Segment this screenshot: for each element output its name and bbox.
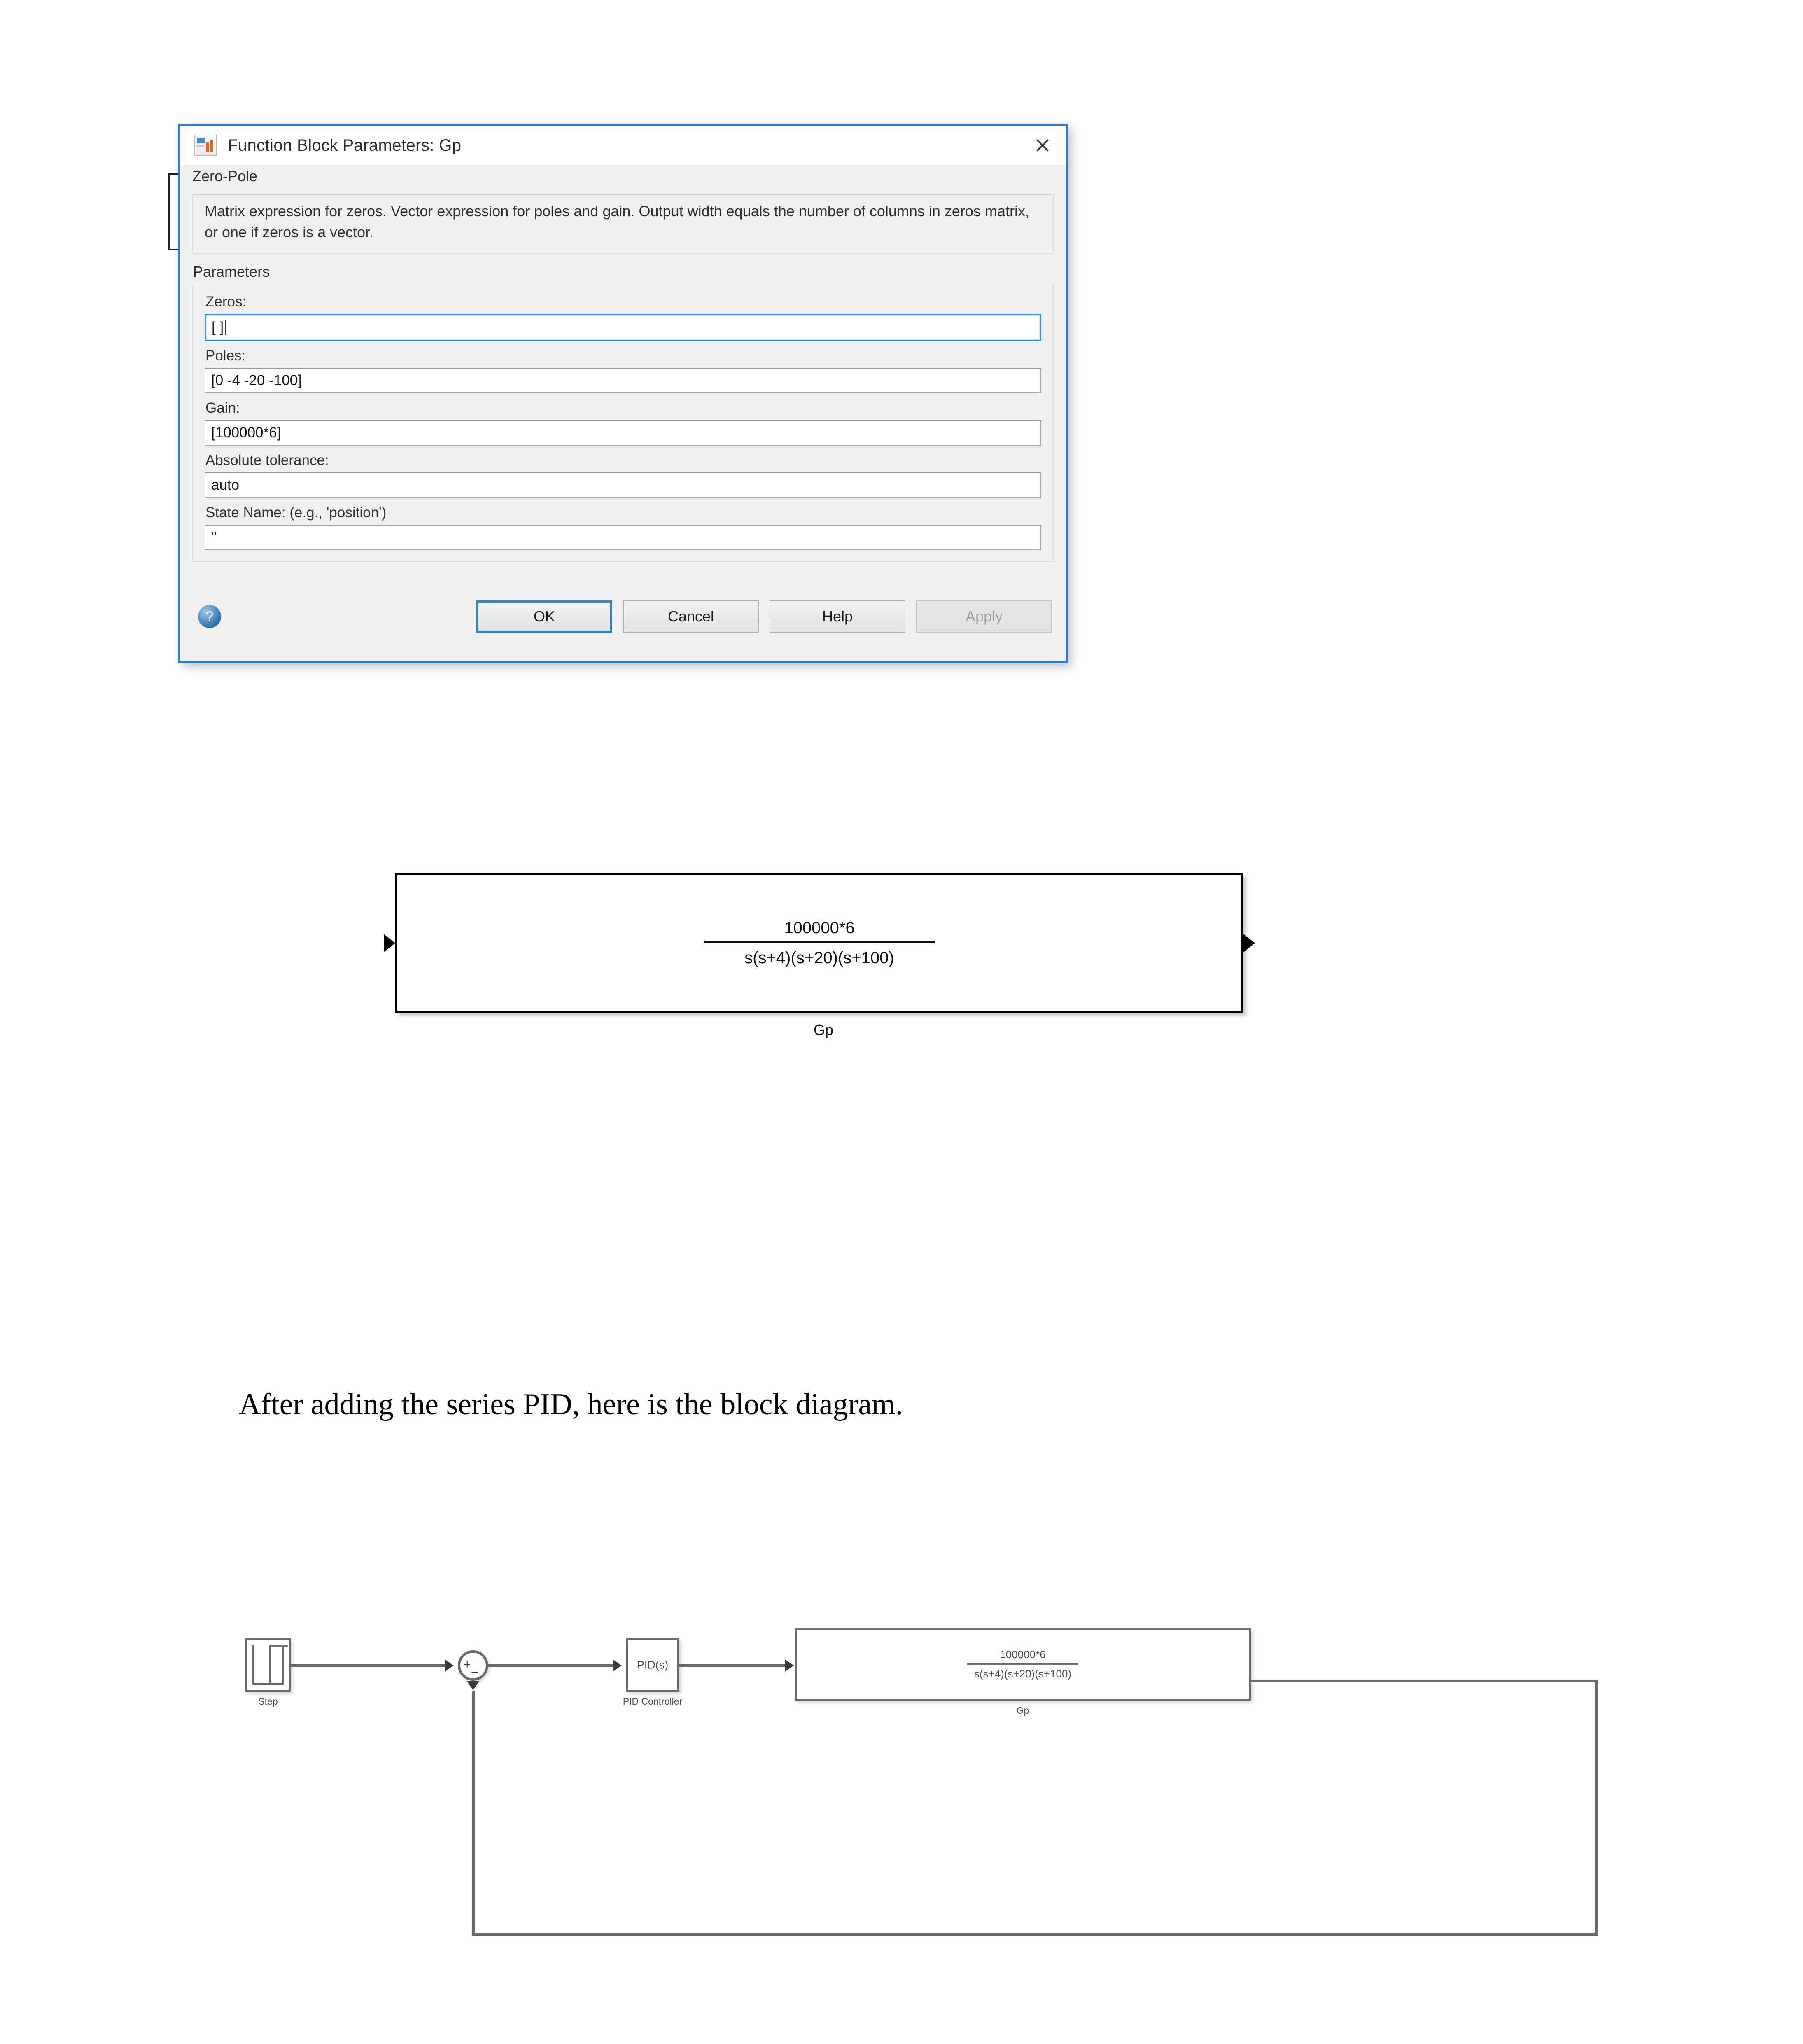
simulink-block-icon (194, 135, 217, 156)
state-name-label: State Name: (e.g., 'position') (205, 505, 387, 521)
step-block-caption: Step (258, 1696, 278, 1707)
plant-block: 100000*6 s(s+4)(s+20)(s+100) (395, 873, 1243, 1013)
sum-plus-sign: + (464, 1658, 471, 1671)
state-name-value: '' (211, 529, 217, 546)
absolute-tolerance-input[interactable]: auto (205, 472, 1041, 498)
wire-plant-output (1251, 1680, 1598, 1682)
text-caret (225, 320, 226, 336)
function-block-parameters-dialog: Function Block Parameters: Gp Zero-Pole … (178, 124, 1068, 663)
ok-button[interactable]: OK (476, 600, 612, 633)
sum-input-arrow-icon (445, 1659, 454, 1672)
block-type-label: Zero-Pole (192, 168, 258, 185)
absolute-tolerance-value: auto (211, 477, 240, 493)
sum-minus-sign: − (471, 1666, 478, 1680)
absolute-tolerance-label: Absolute tolerance: (205, 452, 329, 469)
pid-controller-caption: PID Controller (623, 1696, 683, 1707)
parameters-heading: Parameters (193, 263, 270, 280)
step-block (245, 1638, 291, 1692)
poles-label: Poles: (205, 348, 246, 364)
dialog-title: Function Block Parameters: Gp (228, 136, 462, 154)
zeros-value: [ ] (212, 319, 224, 336)
fraction-bar (704, 941, 935, 943)
dialog-button-row: OK Cancel Help Apply (476, 600, 1052, 633)
zeros-input[interactable]: [ ] (205, 314, 1041, 341)
dialog-footer: ? OK Cancel Help Apply (180, 583, 1066, 661)
close-icon[interactable] (1031, 133, 1054, 157)
block-description: Matrix expression for zeros. Vector expr… (205, 203, 1029, 241)
apply-button: Apply (916, 600, 1052, 633)
sum-feedback-arrow-icon (467, 1681, 479, 1690)
pid-input-arrow-icon (613, 1659, 622, 1672)
plant-block-diagram: 100000*6 s(s+4)(s+20)(s+100) (795, 1628, 1251, 1701)
step-waveform-icon (252, 1645, 288, 1685)
plant-block-diagram-caption: Gp (1016, 1705, 1029, 1716)
wire-pid-to-plant (679, 1664, 791, 1667)
help-orb-icon[interactable]: ? (198, 605, 221, 628)
output-port-arrow-icon (1243, 934, 1255, 952)
cancel-button[interactable]: Cancel (623, 600, 759, 633)
pid-controller-block: PID(s) (626, 1638, 679, 1692)
plant-denominator: s(s+4)(s+20)(s+100) (974, 1668, 1072, 1680)
plant-transfer-function: 100000*6 s(s+4)(s+20)(s+100) (797, 1648, 1249, 1680)
body-paragraph: After adding the series PID, here is the… (239, 1388, 903, 1421)
zeros-label: Zeros: (205, 294, 247, 310)
wire-feedback-return (472, 1933, 1598, 1936)
plant-input-arrow-icon (785, 1659, 794, 1672)
wire-sum-to-pid (488, 1664, 615, 1667)
sum-junction-block: + − (458, 1650, 488, 1681)
poles-input[interactable]: [0 -4 -20 -100] (205, 368, 1041, 394)
transfer-function-fraction: 100000*6 s(s+4)(s+20)(s+100) (704, 919, 935, 967)
plant-block-caption: Gp (813, 1021, 834, 1038)
wire-step-to-sum (291, 1664, 447, 1667)
plant-numerator: 100000*6 (1000, 1648, 1046, 1661)
plant-fraction-bar (967, 1663, 1078, 1665)
plant-transfer-function-figure: 100000*6 s(s+4)(s+20)(s+100) Gp (384, 873, 1255, 1063)
pid-inner-label: PID(s) (637, 1659, 669, 1671)
help-button[interactable]: Help (770, 600, 905, 633)
description-panel: Matrix expression for zeros. Vector expr… (192, 194, 1054, 255)
input-port-arrow-icon (384, 934, 395, 952)
state-name-input[interactable]: '' (205, 525, 1041, 551)
gain-input[interactable]: [100000*6] (205, 420, 1041, 446)
denominator: s(s+4)(s+20)(s+100) (744, 949, 894, 967)
parameters-panel: Zeros: [ ] Poles: [0 -4 -20 -100] Gain: … (192, 285, 1054, 562)
gain-label: Gain: (205, 400, 240, 416)
poles-value: [0 -4 -20 -100] (211, 372, 302, 389)
gain-value: [100000*6] (211, 425, 281, 441)
dialog-body: Zero-Pole Matrix expression for zeros. V… (180, 168, 1066, 562)
numerator: 100000*6 (784, 919, 855, 937)
wire-feedback-down (1595, 1680, 1598, 1936)
dialog-titlebar: Function Block Parameters: Gp (180, 126, 1066, 165)
wire-feedback-up-to-sum (472, 1691, 475, 1936)
